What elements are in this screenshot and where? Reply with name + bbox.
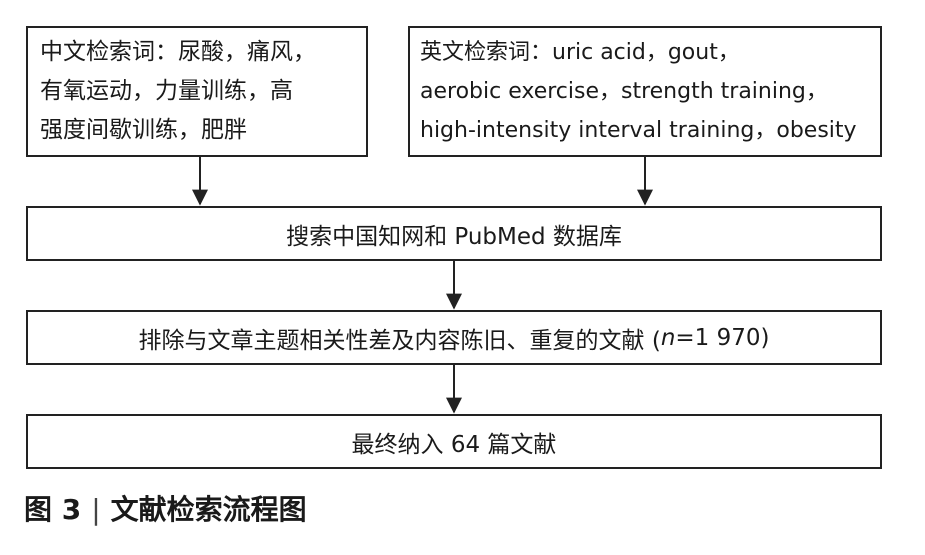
- search-database-text: 搜索中国知网和 PubMed 数据库: [286, 223, 622, 250]
- exclusion-n-symbol: n: [660, 324, 676, 351]
- english-keywords-box: 英文检索词：uric acid，gout， aerobic exercise，s…: [408, 26, 882, 157]
- final-inclusion-box: 最终纳入 64 篇文献: [26, 414, 882, 469]
- exclusion-text-after: =1 970): [675, 324, 770, 351]
- search-database-box: 搜索中国知网和 PubMed 数据库: [26, 206, 882, 261]
- exclusion-text-before: 排除与文章主题相关性差及内容陈旧、重复的文献 (: [138, 327, 661, 354]
- chinese-keywords-line-2: 有氧运动，力量训练，高: [40, 78, 293, 104]
- chinese-keywords-box: 中文检索词：尿酸，痛风， 有氧运动，力量训练，高 强度间歇训练，肥胖: [26, 26, 368, 157]
- english-keywords-line-1: 英文检索词：uric acid，gout，: [420, 40, 740, 65]
- exclusion-box: 排除与文章主题相关性差及内容陈旧、重复的文献 (n=1 970): [26, 310, 882, 365]
- exclusion-text: 排除与文章主题相关性差及内容陈旧、重复的文献 (n=1 970): [28, 312, 880, 363]
- chinese-keywords-line-1: 中文检索词：尿酸，痛风，: [40, 39, 316, 65]
- caption-separator: |: [91, 493, 101, 526]
- figure-caption: 图 3 | 文献检索流程图: [24, 488, 307, 528]
- final-inclusion-text: 最终纳入 64 篇文献: [351, 431, 557, 458]
- figure-title: 文献检索流程图: [110, 493, 307, 526]
- figure-label: 图 3: [24, 493, 82, 526]
- chinese-keywords-line-3: 强度间歇训练，肥胖: [40, 117, 247, 143]
- english-keywords-line-2: aerobic exercise，strength training，: [420, 79, 828, 104]
- english-keywords-line-3: high-intensity interval training，obesity: [420, 118, 857, 143]
